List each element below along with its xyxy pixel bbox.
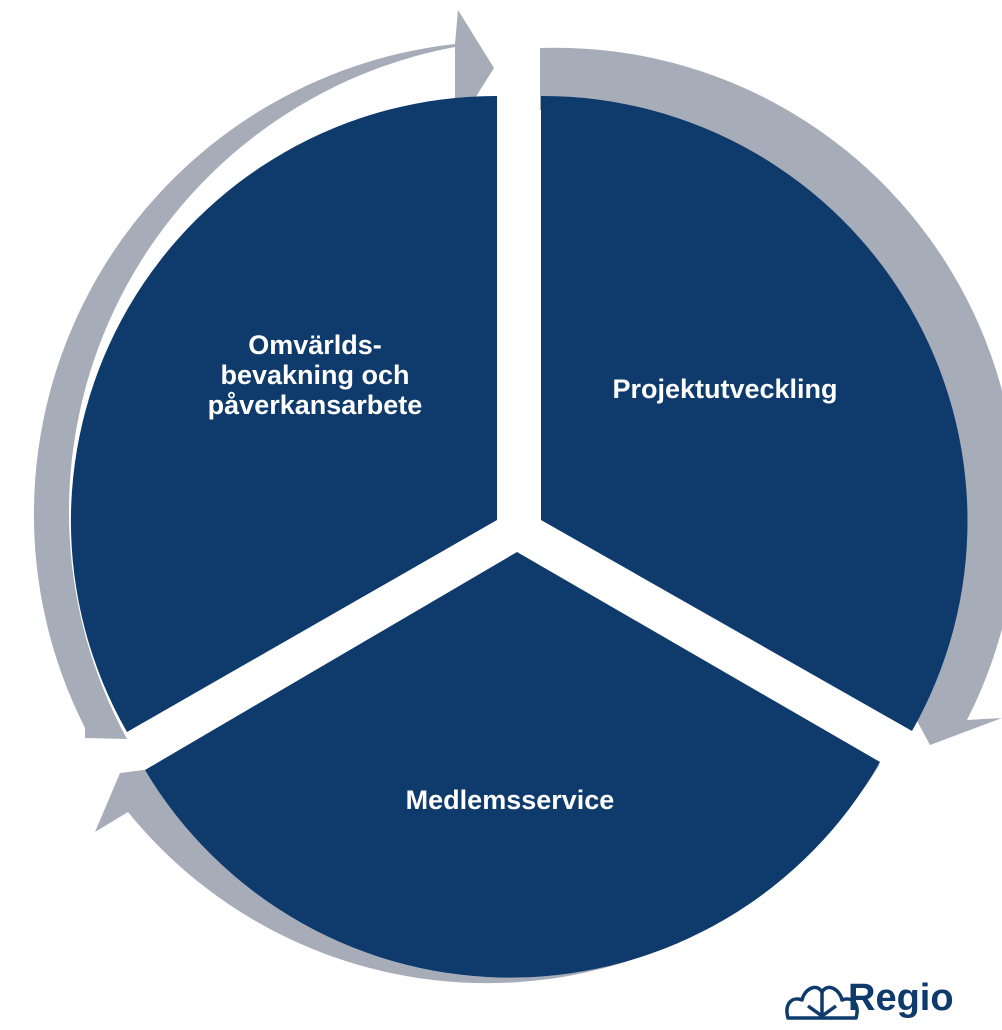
arrow-omvarld-to-projekt xyxy=(33,10,495,739)
segment-omvarld xyxy=(70,95,498,733)
segment-label-line: bevakning och xyxy=(220,360,410,390)
segment-label-line: påverkansarbete xyxy=(207,390,423,420)
segment-medlem xyxy=(145,552,880,978)
segment-projekt xyxy=(541,95,968,732)
segment-label-line: Projektutveckling xyxy=(612,374,838,404)
arrow-projekt-to-medlem xyxy=(540,47,1002,745)
segment-label-line: Omvärlds- xyxy=(248,330,382,360)
segment-label-medlem: Medlemsservice xyxy=(340,785,680,815)
pie-segments xyxy=(70,95,968,978)
leaf-crown-icon xyxy=(785,985,859,1020)
segment-label-line: Medlemsservice xyxy=(405,785,615,815)
segment-label-projekt: Projektutveckling xyxy=(555,374,895,404)
segment-label-omvarld: Omvärlds- bevakning och påverkansarbete xyxy=(150,330,480,420)
logo-text: Regio xyxy=(848,977,954,1019)
